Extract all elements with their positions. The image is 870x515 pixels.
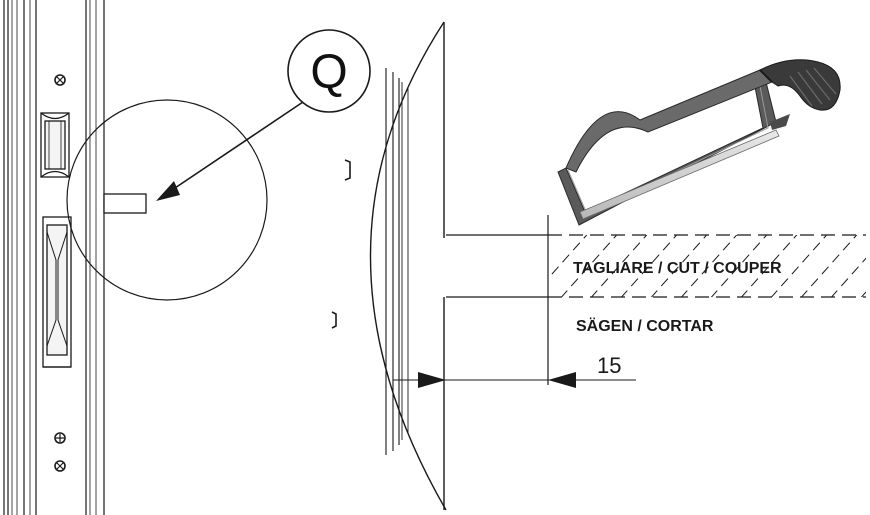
screw-head-icon [54,460,66,472]
dimension-line [393,372,636,388]
cut-instruction-line-2: SÄGEN / CORTAR [576,317,714,335]
lower-latch [42,216,72,368]
hacksaw-icon [557,59,841,226]
upper-latch [40,112,70,178]
cut-section [548,234,866,298]
dimension-value: 15 [597,353,621,378]
callout-circle [287,29,371,113]
callout-letter: Q [310,46,347,99]
leader-arrow [156,101,304,201]
screw-head-icon [54,432,66,444]
screw-head-icon [54,74,66,86]
door-profile [3,0,105,515]
spindle-magnified [446,234,548,298]
detail-circle [66,99,268,301]
magnified-lens [331,21,447,511]
cut-instruction-line-1: TAGLIARE / CUT / COUPER [573,260,782,277]
spindle-stub [103,193,147,214]
